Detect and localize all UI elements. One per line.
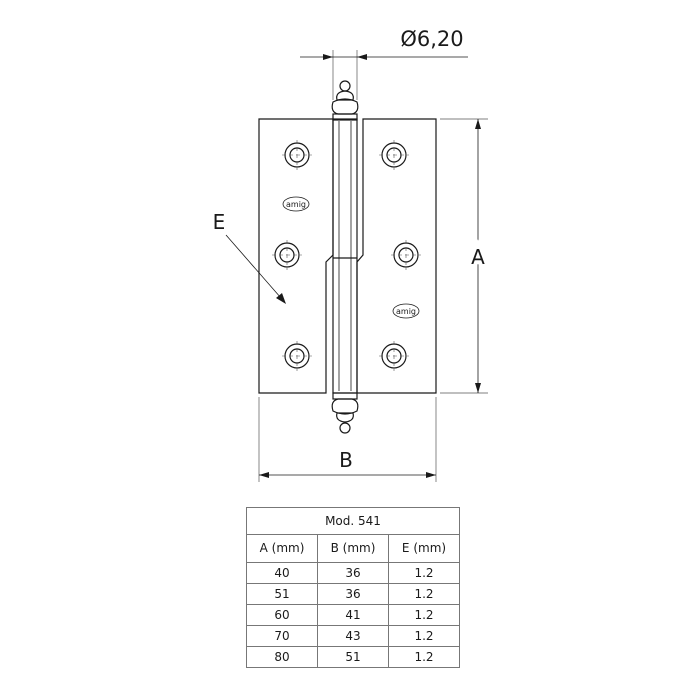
screw-hole-right-bottom: [379, 341, 409, 371]
screw-hole-right-top: [379, 140, 409, 170]
right-leaf: amig: [356, 118, 437, 394]
table-row: 80 51 1.2: [246, 646, 460, 668]
diameter-label: Ø6,20: [400, 27, 463, 51]
header-b: B (mm): [317, 534, 389, 563]
logo-stamp-left: amig: [282, 196, 310, 212]
cell-a: 70: [246, 625, 318, 647]
cell-a: 51: [246, 583, 318, 605]
table-row: 51 36 1.2: [246, 583, 460, 605]
cell-b: 36: [317, 562, 389, 584]
cell-a: 60: [246, 604, 318, 626]
diameter-dimension: Ø6,20: [300, 27, 468, 100]
table-row: 40 36 1.2: [246, 562, 460, 584]
cell-e: 1.2: [388, 583, 460, 605]
dimension-a-label: A: [471, 245, 485, 269]
cell-b: 51: [317, 646, 389, 668]
screw-hole-left-middle: [272, 240, 302, 270]
table-title-row: Mod. 541: [246, 507, 460, 535]
header-e: E (mm): [388, 534, 460, 563]
cell-e: 1.2: [388, 625, 460, 647]
dimension-e-label: E: [213, 210, 226, 234]
table-header-row: A (mm) B (mm) E (mm): [246, 534, 460, 563]
table-title: Mod. 541: [246, 507, 460, 535]
svg-text:amig: amig: [286, 200, 306, 209]
cell-a: 80: [246, 646, 318, 668]
bottom-finial: [331, 392, 359, 434]
table-row: 70 43 1.2: [246, 625, 460, 647]
spec-table: Mod. 541 A (mm) B (mm) E (mm) 40 36 1.2 …: [246, 507, 460, 668]
screw-hole-right-middle: [391, 240, 421, 270]
dimension-b-label: B: [339, 448, 353, 472]
hinge-knuckle: [332, 118, 358, 394]
screw-hole-left-bottom: [282, 341, 312, 371]
cell-b: 36: [317, 583, 389, 605]
dimension-e: E: [213, 210, 286, 304]
left-leaf: amig: [258, 118, 334, 394]
header-a: A (mm): [246, 534, 318, 563]
table-row: 60 41 1.2: [246, 604, 460, 626]
cell-e: 1.2: [388, 562, 460, 584]
cell-a: 40: [246, 562, 318, 584]
cell-b: 43: [317, 625, 389, 647]
svg-text:amig: amig: [396, 307, 416, 316]
cell-b: 41: [317, 604, 389, 626]
top-finial: [331, 80, 359, 121]
logo-stamp-right: amig: [392, 303, 420, 319]
dimension-a: A: [440, 118, 489, 394]
dimension-b: B: [258, 397, 437, 482]
screw-hole-left-top: [282, 140, 312, 170]
cell-e: 1.2: [388, 604, 460, 626]
cell-e: 1.2: [388, 646, 460, 668]
